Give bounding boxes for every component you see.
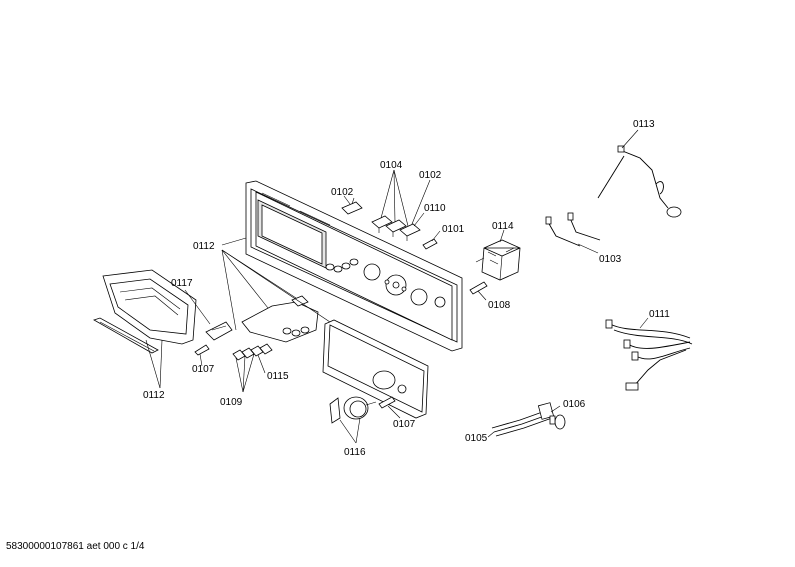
- pin-0107b: [378, 396, 396, 409]
- handle-insert: [205, 321, 233, 341]
- leader-lines: [145, 129, 649, 444]
- pin-0108: [469, 281, 488, 295]
- part-number-labels: 0113 0104 0102 0102 0110 0101 0114 0103 …: [143, 119, 670, 458]
- selector-panel: [241, 295, 319, 343]
- label-0101: 0101: [442, 224, 465, 235]
- label-0109: 0109: [220, 397, 243, 408]
- label-0102b: 0102: [419, 170, 442, 181]
- label-0102a: 0102: [331, 187, 354, 198]
- switch-group-0104: [371, 215, 421, 241]
- cover-panel: [322, 319, 429, 419]
- switch-0102a: [341, 197, 363, 215]
- label-0111: 0111: [649, 309, 670, 320]
- label-0103: 0103: [599, 254, 622, 265]
- label-0115: 0115: [267, 371, 289, 382]
- button-pins: [232, 343, 273, 361]
- wire-harness-0111: [605, 319, 693, 391]
- control-panel-fascia: [245, 180, 463, 352]
- pin-0107a: [194, 344, 210, 356]
- pin-0101: [422, 238, 438, 250]
- label-0105: 0105: [465, 433, 488, 444]
- document-reference-footer: 58300000107861 aet 000 c 1/4: [6, 541, 145, 552]
- label-0107a: 0107: [192, 364, 215, 375]
- detergent-drawer: [93, 269, 197, 354]
- label-0112b: 0112: [143, 390, 165, 401]
- label-0108: 0108: [488, 300, 511, 311]
- label-0107b: 0107: [393, 419, 416, 430]
- label-0110: 0110: [424, 203, 446, 214]
- label-0113: 0113: [633, 119, 655, 130]
- cable-0103: [545, 212, 601, 247]
- sensor-0105-0106: [491, 402, 566, 437]
- label-0117: 0117: [171, 278, 193, 289]
- label-0114: 0114: [492, 221, 514, 232]
- cable-0113: [597, 145, 682, 218]
- programmer-timer: [475, 239, 521, 281]
- label-0112a: 0112: [193, 241, 215, 252]
- label-0106: 0106: [563, 399, 586, 410]
- label-0116: 0116: [344, 447, 366, 458]
- knob: [329, 396, 377, 424]
- label-0104: 0104: [380, 160, 403, 171]
